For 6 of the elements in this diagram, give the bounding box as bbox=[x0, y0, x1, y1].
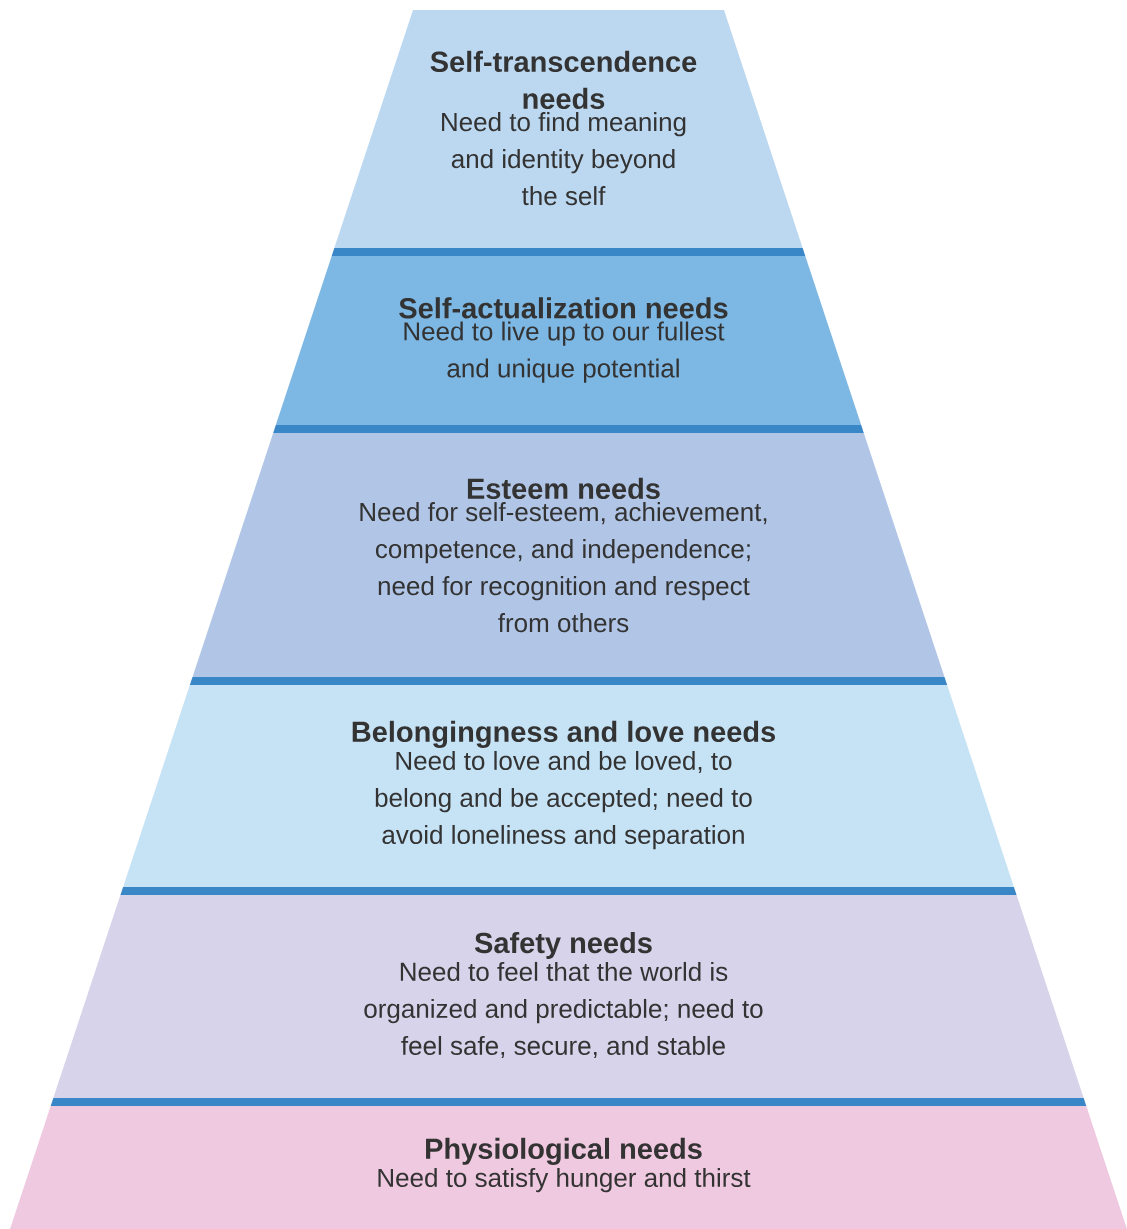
pyramid-band: Belongingness and love needs Need to love and be loved, to belong and be accepted; need to avoid loneliness and separation bbox=[123, 685, 1014, 887]
pyramid-band: Self-transcendence needs Need to find meaning and identity beyond the self bbox=[334, 10, 803, 248]
pyramid-band: Self-actualization needs Need to live up to our fullest and unique potential bbox=[275, 256, 862, 425]
pyramid-band: Physiological needs Need to satisfy hunger and thirst bbox=[10, 1106, 1127, 1229]
pyramid-band: Esteem needs Need for self-esteem, achievement, competence, and independence; need for recognition and respect from others bbox=[192, 433, 945, 677]
pyramid-band: Safety needs Need to feel that the world is organized and predictable; need to feel safe, secure, and stable bbox=[53, 895, 1084, 1098]
